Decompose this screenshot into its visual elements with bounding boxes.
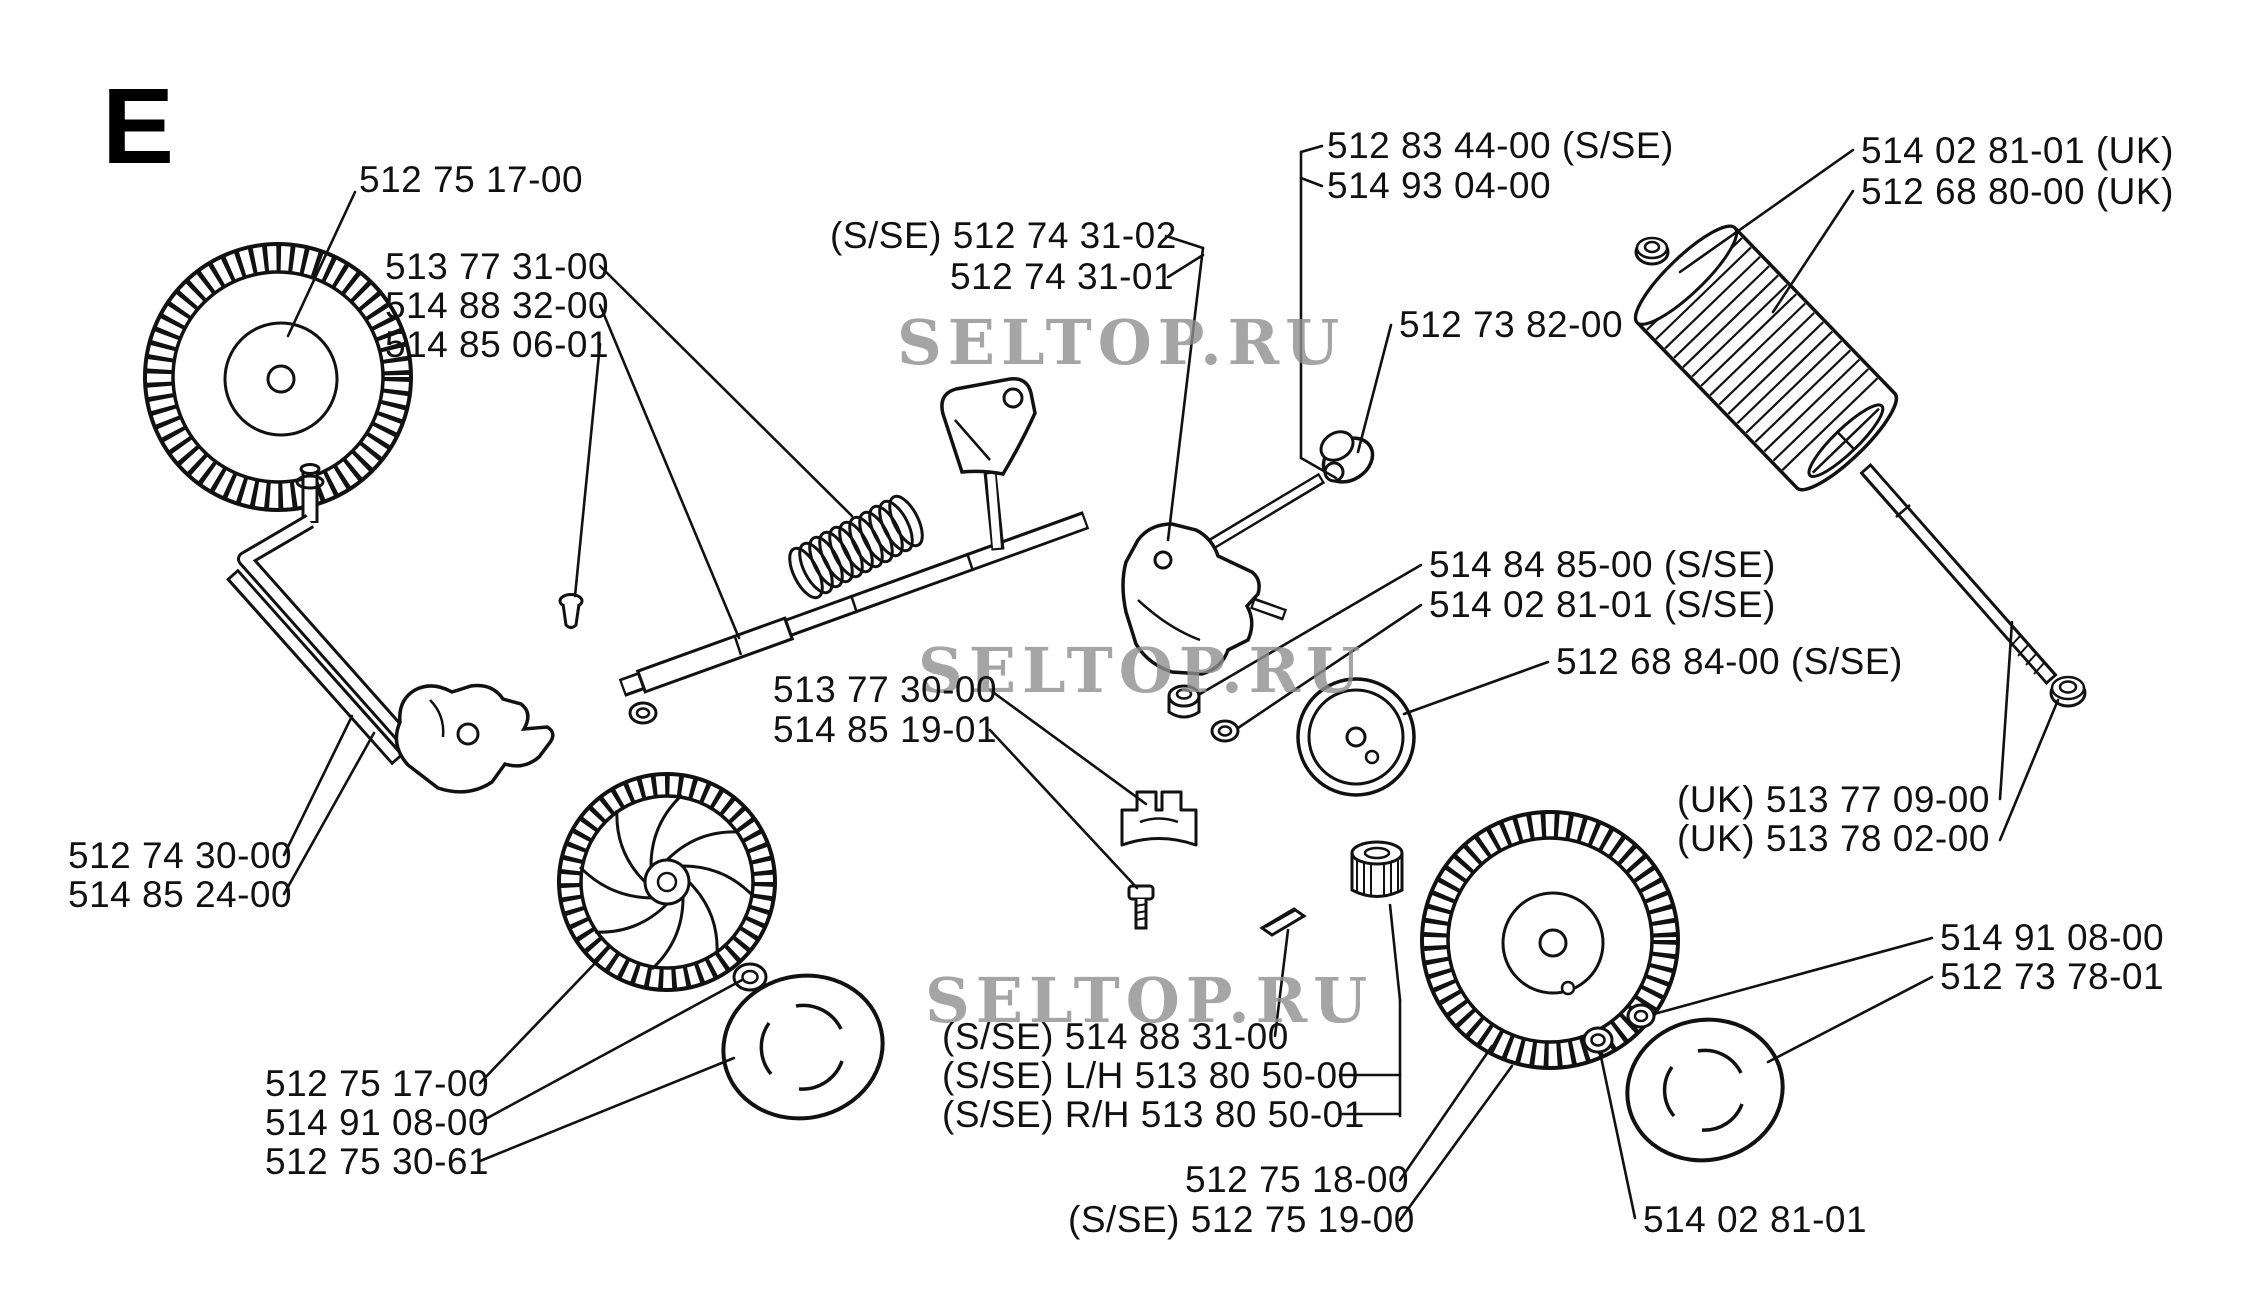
part-label: 512 75 17-00 bbox=[265, 1063, 490, 1104]
part-label: 514 85 06-01 bbox=[385, 324, 610, 365]
leader-line bbox=[1299, 176, 1324, 188]
part-label: 513 77 31-00 bbox=[385, 246, 610, 287]
leader-line bbox=[1771, 189, 1855, 314]
wheel-front-left bbox=[143, 242, 413, 512]
roller-axle-rod bbox=[1859, 463, 2087, 708]
rear-roller bbox=[1633, 224, 1899, 492]
part-label: 513 77 30-00 bbox=[773, 669, 998, 710]
leader-line bbox=[478, 1056, 736, 1163]
leader-line bbox=[1164, 234, 1205, 250]
cable-clamp bbox=[1120, 790, 1198, 847]
part-label: 512 68 84-00 (S/SE) bbox=[1556, 641, 1903, 682]
part-label: (UK) 513 77 09-00 bbox=[1677, 779, 1990, 820]
main-axle-shaft bbox=[618, 511, 1090, 725]
leader-line bbox=[1398, 1064, 1514, 1222]
leader-line bbox=[598, 264, 854, 518]
part-label: 512 75 30-61 bbox=[265, 1141, 490, 1182]
wheel-rear-right bbox=[1420, 810, 1680, 1070]
wedge-key bbox=[1259, 907, 1307, 937]
part-label: 512 74 31-01 bbox=[950, 256, 1175, 297]
section-letter: E bbox=[102, 65, 175, 186]
leader-line bbox=[1388, 903, 1402, 1002]
part-label: 514 85 24-00 bbox=[68, 874, 293, 915]
washer-small-left bbox=[732, 962, 768, 992]
leader-line bbox=[1598, 1050, 1637, 1220]
rod-nut bbox=[2049, 675, 2087, 708]
leader-line bbox=[478, 956, 602, 1085]
part-label: 512 73 78-01 bbox=[1940, 956, 2165, 997]
part-label: 514 93 04-00 bbox=[1327, 165, 1552, 206]
leader-line bbox=[598, 303, 741, 640]
part-label: 514 84 85-00 (S/SE) bbox=[1429, 544, 1776, 585]
part-label: 514 02 81-01 (UK) bbox=[1861, 130, 2174, 171]
leader-line bbox=[282, 731, 376, 896]
leader-line bbox=[1198, 563, 1423, 696]
leader-line bbox=[1678, 148, 1855, 274]
part-label: 514 91 08-00 bbox=[1940, 917, 2165, 958]
leader-line bbox=[1356, 323, 1393, 454]
part-label: (S/SE) L/H 513 80 50-00 bbox=[942, 1055, 1359, 1096]
leader-line bbox=[282, 714, 354, 857]
leader-line bbox=[1299, 144, 1324, 154]
part-label: 514 91 08-00 bbox=[265, 1102, 490, 1143]
part-label: 514 02 81-01 (S/SE) bbox=[1429, 584, 1776, 625]
part-label: (S/SE) 512 74 31-02 bbox=[830, 215, 1177, 256]
leader-line bbox=[478, 978, 744, 1124]
part-label: 512 68 80-00 (UK) bbox=[1861, 171, 2174, 212]
part-label: (S/SE) R/H 513 80 50-01 bbox=[942, 1094, 1365, 1135]
coupler-bushing bbox=[1350, 840, 1404, 898]
part-label: 512 75 17-00 bbox=[359, 159, 584, 200]
bolt bbox=[1127, 884, 1155, 930]
leader-line bbox=[1166, 253, 1205, 279]
part-label: 512 74 30-00 bbox=[68, 835, 293, 876]
part-label: (S/SE) 514 88 31-00 bbox=[942, 1016, 1289, 1057]
leader-lines bbox=[282, 144, 2060, 1222]
leader-line bbox=[286, 190, 357, 338]
part-label: 514 88 32-00 bbox=[385, 285, 610, 326]
part-label: 512 73 82-00 bbox=[1399, 304, 1624, 345]
post-ring bbox=[295, 474, 325, 490]
pulley-wheel bbox=[1296, 677, 1416, 797]
leader-line bbox=[1998, 620, 2014, 801]
leader-line bbox=[1998, 698, 2060, 842]
post-cap bbox=[299, 463, 321, 475]
leader-line bbox=[1299, 456, 1338, 480]
leader-line bbox=[1766, 975, 1934, 1064]
leader-line bbox=[1398, 1044, 1494, 1182]
part-label: (S/SE) 512 75 19-00 bbox=[1068, 1199, 1415, 1240]
part-label: 512 83 44-00 (S/SE) bbox=[1327, 125, 1674, 166]
washer-pair-right bbox=[1582, 1003, 1656, 1054]
leader-line bbox=[1652, 936, 1934, 1016]
adjuster-bracket bbox=[1121, 430, 1375, 676]
watermark: SELTOP.RU bbox=[897, 306, 1346, 379]
fan-wheel bbox=[557, 772, 777, 992]
leader-line bbox=[573, 342, 602, 598]
tire-tread bbox=[146, 245, 410, 509]
part-label: 512 75 18-00 bbox=[1185, 1159, 1410, 1200]
roller-nut bbox=[1634, 236, 1670, 266]
leader-line bbox=[1402, 660, 1550, 716]
watermark: SELTOP.RU bbox=[918, 634, 1367, 707]
wheel-center-hole bbox=[266, 364, 296, 394]
bushing-washer-pair bbox=[1167, 684, 1240, 743]
mounting-bracket-top bbox=[940, 377, 1037, 551]
leader-line bbox=[988, 728, 1139, 890]
axle-ring bbox=[628, 701, 658, 725]
hubcap-right bbox=[1625, 1017, 1785, 1163]
part-label: 514 02 81-01 bbox=[1643, 1199, 1868, 1240]
leader-line bbox=[988, 688, 1148, 806]
rivet-pin bbox=[558, 593, 584, 629]
watermark: SELTOP.RU bbox=[925, 964, 1374, 1037]
hubcap-left bbox=[721, 973, 885, 1121]
damper-spring bbox=[788, 494, 924, 600]
leader-line bbox=[1166, 246, 1205, 542]
part-label: 514 85 19-01 bbox=[773, 709, 998, 750]
axle-arm-left bbox=[226, 463, 555, 794]
leader-line bbox=[1236, 603, 1423, 730]
fan-blades bbox=[578, 793, 756, 971]
part-label: (UK) 513 78 02-00 bbox=[1677, 818, 1990, 859]
leader-line bbox=[1273, 928, 1290, 1038]
